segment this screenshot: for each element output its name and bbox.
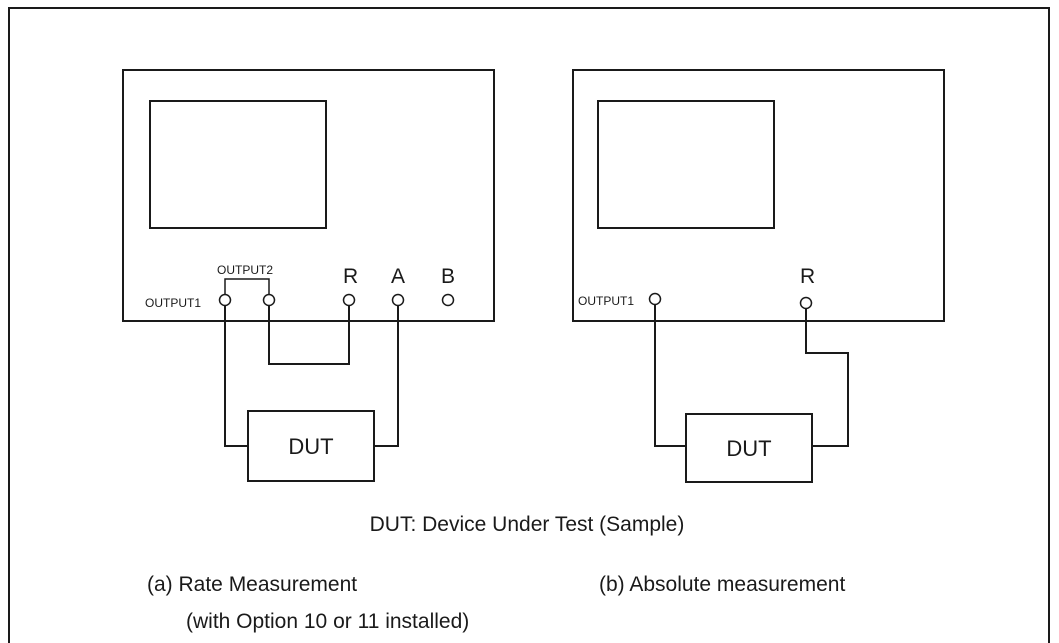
dut-label-b: DUT [726,436,771,461]
port-r-connector [342,293,356,307]
instrument-a-screen [149,100,327,229]
port-r-connector-b [799,296,813,310]
dut-box-a [247,410,375,482]
port-a-label: A [391,265,405,288]
output1-port-b [648,292,662,306]
port-b-connector [441,293,455,307]
output1-label: OUTPUT1 [145,296,201,310]
cable-output2-to-r [268,306,350,365]
output2-bracket [224,278,270,295]
dut-definition: DUT: Device Under Test (Sample) [370,513,685,536]
panel-a: OUTPUT2 OUTPUT1 R A B DUT [122,69,495,482]
caption-a-line1: (a) Rate Measurement [147,573,357,596]
cable-output1-to-dut-b [654,305,686,447]
dut-label-a: DUT [288,434,333,459]
panel-b: OUTPUT1 R DUT [572,69,945,483]
output2-label: OUTPUT2 [217,263,273,277]
output1-port [218,293,232,307]
outer-frame [8,7,1050,643]
cable-dut-to-a [374,306,399,447]
caption-b-line1: (b) Absolute measurement [599,573,845,596]
instrument-b-screen [597,100,775,229]
port-b-label: B [441,265,455,288]
output1-label-b: OUTPUT1 [578,294,634,308]
caption-a-line2: (with Option 10 or 11 installed) [186,610,469,633]
port-r-label: R [343,265,358,288]
dut-box-b [685,413,813,483]
cable-output1-to-dut [224,306,248,447]
cable-dut-to-r-b [805,309,849,447]
port-a-connector [391,293,405,307]
port-r-label-b: R [800,265,815,288]
output2-port [262,293,276,307]
